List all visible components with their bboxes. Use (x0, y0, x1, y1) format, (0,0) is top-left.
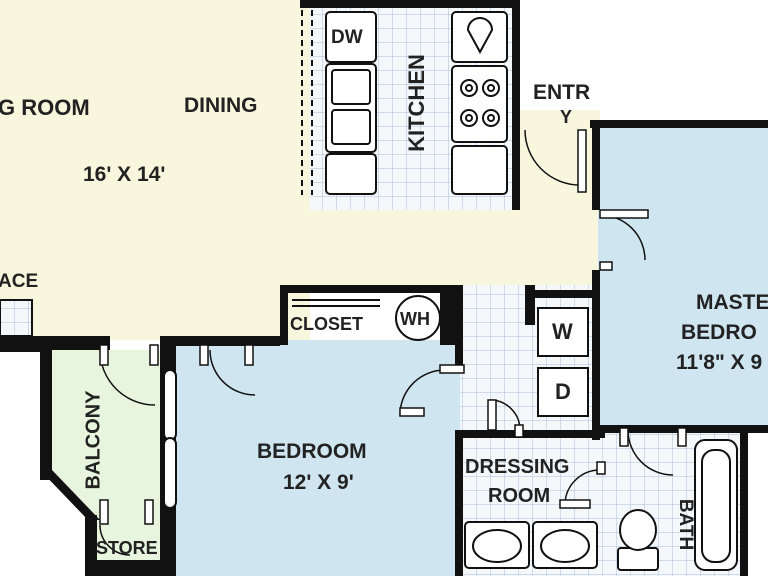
dining-dimensions: 16' X 14' (83, 163, 166, 186)
bedroom-floor (175, 340, 460, 576)
stove-icon (460, 79, 500, 127)
dishwasher-label: DW (331, 27, 363, 48)
balcony-label: BALCONY (82, 390, 105, 490)
bedroom-dimensions: 12' X 9' (283, 471, 354, 494)
toilet-icon (617, 509, 659, 571)
store-label: STORE (96, 538, 158, 558)
balcony-floor (50, 350, 175, 576)
bath-label: BATH (675, 498, 697, 551)
closet-label: CLOSET (290, 314, 364, 334)
bedroom-label: BEDROOM (257, 440, 367, 463)
water-heater-label: WH (400, 309, 430, 329)
living-room-label: G ROOM (0, 95, 90, 120)
master-bedroom-label-2: BEDRO (681, 321, 757, 344)
master-floor (598, 125, 768, 430)
closet-rod (292, 299, 380, 307)
washer-label: W (552, 319, 573, 344)
sliding-door (163, 369, 177, 509)
bathtub-icon (694, 439, 738, 571)
fireplace-label: ACE (0, 271, 39, 292)
door-swings (99, 129, 674, 556)
dryer-box (537, 367, 589, 417)
living-dining-floor (0, 0, 310, 340)
bar-edge (301, 10, 313, 195)
refrigerator-icon (466, 17, 494, 55)
vanity-sinks-icon (464, 521, 598, 569)
fireplace-hearth (0, 299, 33, 337)
entry-label-cont: Y (560, 107, 573, 127)
sink-icon (331, 69, 371, 145)
dressing-room-label-1: DRESSING (465, 456, 570, 478)
dressing-room-label-2: ROOM (488, 485, 551, 507)
washer-box (537, 307, 589, 357)
master-bedroom-dimensions: 11'8" X 9 (676, 351, 763, 374)
fireplace-tile (0, 300, 32, 336)
door-leaves (99, 129, 687, 525)
master-bedroom-label-1: MASTE (696, 291, 768, 314)
dining-label: DINING (184, 94, 258, 117)
dryer-label: D (555, 379, 571, 404)
entry-label: ENTR (533, 81, 591, 104)
kitchen-label: KITCHEN (403, 54, 429, 152)
entry-upper-floor (515, 110, 600, 210)
water-heater-icon (395, 295, 441, 341)
entry-floor (300, 205, 605, 285)
kitchen-counters (325, 11, 508, 195)
